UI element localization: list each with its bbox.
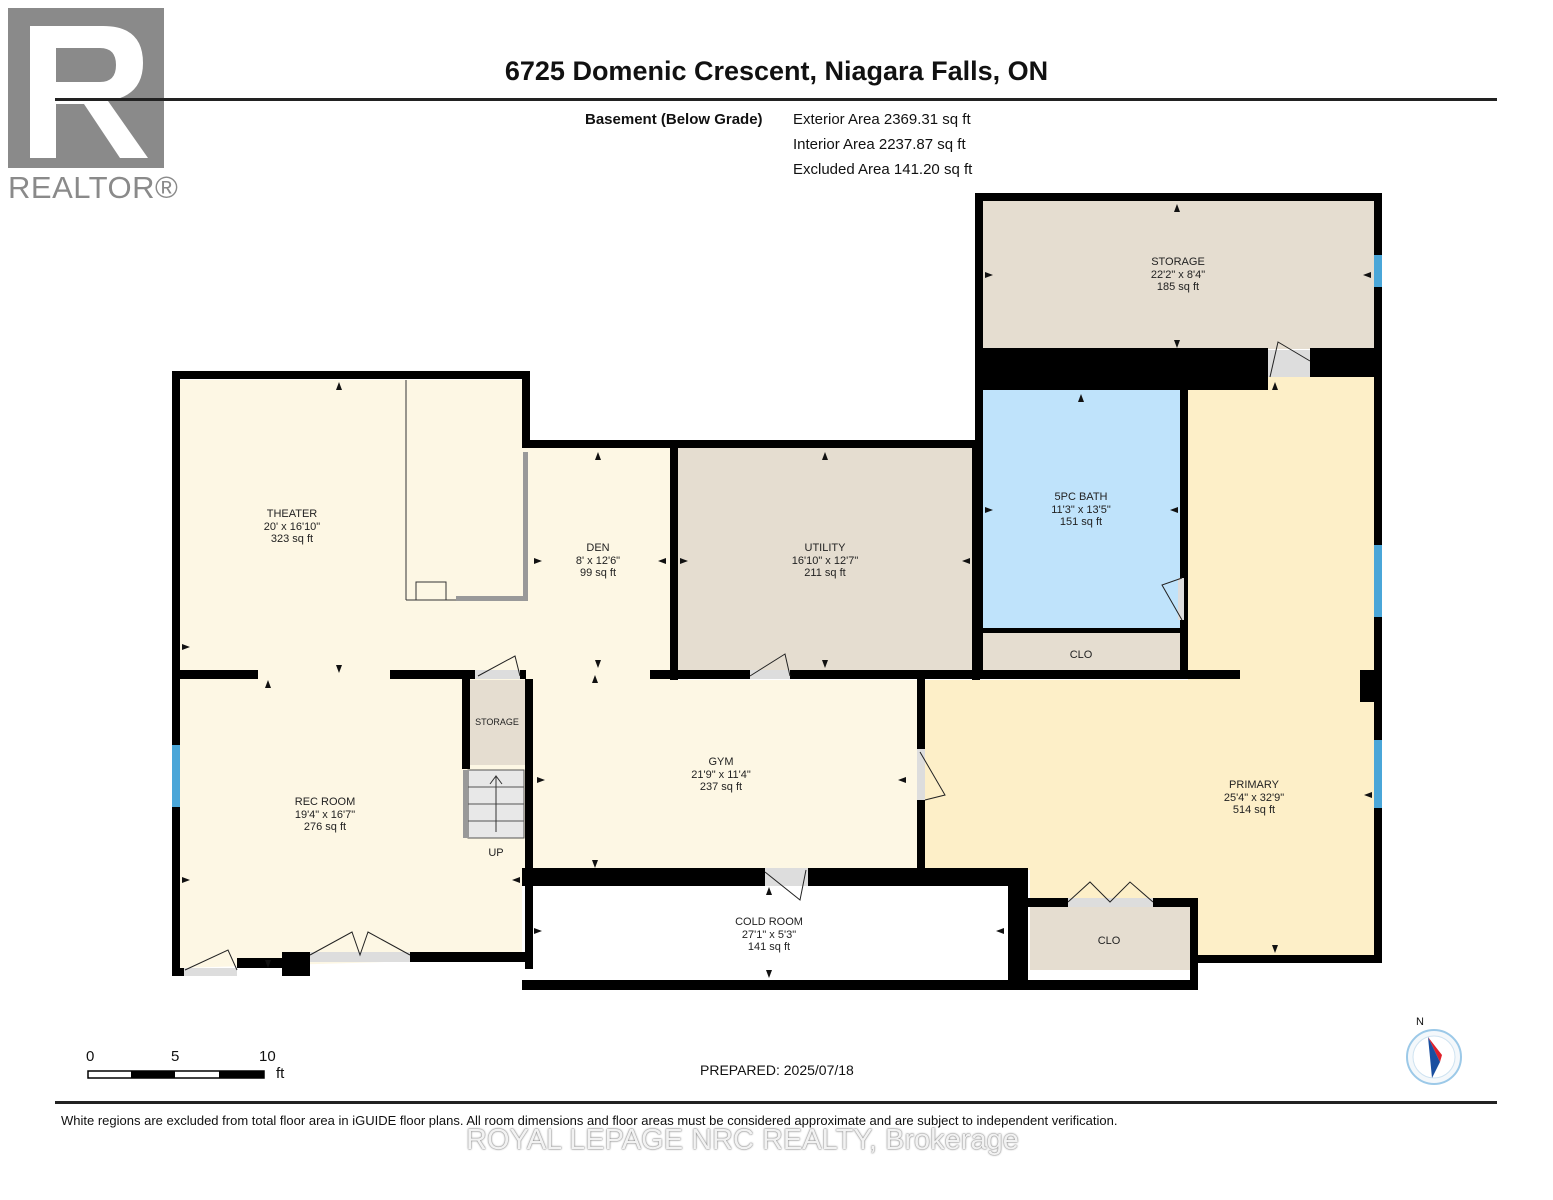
room-name: STORAGE: [1151, 256, 1205, 268]
label-stairs-up: UP: [488, 847, 504, 859]
realtor-logo-text: REALTOR®: [8, 170, 179, 205]
scale-tick-5: 5: [171, 1048, 180, 1065]
label-bath-clo: CLO: [1069, 649, 1093, 661]
title-divider: [55, 98, 1497, 101]
room-primary: [925, 377, 1374, 955]
disclaimer: White regions are excluded from total fl…: [61, 1113, 1118, 1128]
room-dims: 22'2" x 8'4": [1150, 268, 1206, 281]
room-area: 276 sq ft: [303, 821, 347, 833]
room-name: THEATER: [266, 508, 318, 520]
room-name: COLD ROOM: [735, 916, 803, 928]
scale-tick-0: 0: [86, 1048, 95, 1065]
scale-unit: ft: [276, 1065, 285, 1082]
room-name: DEN: [586, 542, 610, 554]
room-bath-clo: [983, 633, 1180, 673]
room-theater-den-gym-rec: [180, 380, 918, 968]
room-dims: 16'10" x 12'7": [791, 554, 859, 567]
room-dims: 20' x 16'10": [263, 520, 321, 533]
room-dims: 11'3" x 13'5": [1051, 503, 1111, 516]
page-title: 6725 Domenic Crescent, Niagara Falls, ON: [504, 56, 1049, 86]
level-name: Basement (Below Grade): [585, 111, 763, 128]
room-storage-top: [983, 201, 1374, 349]
room-dims: 21'9" x 11'4": [691, 768, 751, 781]
room-area: 151 sq ft: [1059, 516, 1103, 528]
room-utility: [678, 448, 972, 672]
room-bath: [983, 390, 1180, 630]
area-summary: Exterior Area 2369.31 sq ft Interior Are…: [793, 107, 972, 182]
room-cold: [530, 885, 1008, 980]
room-area: 237 sq ft: [699, 781, 743, 793]
stairs: [463, 769, 525, 839]
room-primary-clo: [1030, 905, 1190, 970]
room-area: 99 sq ft: [579, 567, 617, 579]
room-name: PRIMARY: [1229, 779, 1279, 791]
room-name: 5PC BATH: [1054, 491, 1108, 503]
excluded-area: Excluded Area 141.20 sq ft: [793, 161, 973, 178]
room-dims: 27'1" x 5'3": [741, 928, 797, 941]
room-name: UTILITY: [804, 542, 846, 554]
brokerage-watermark: ROYAL LEPAGE NRC REALTY, Brokerage: [466, 1124, 1019, 1156]
label-primary-clo: CLO: [1097, 935, 1121, 947]
room-area: 211 sq ft: [804, 567, 846, 579]
compass-label: N: [1416, 1016, 1424, 1028]
room-area: 514 sq ft: [1232, 804, 1276, 816]
realtor-logo: [8, 8, 164, 168]
room-dims: 25'4" x 32'9": [1223, 791, 1285, 804]
room-area: 185 sq ft: [1156, 281, 1200, 293]
room-name: GYM: [708, 756, 734, 768]
room-small-storage: [470, 680, 525, 765]
windows: [172, 255, 1382, 808]
footer-divider: [55, 1101, 1497, 1104]
theater-closet: [405, 380, 528, 601]
interior-area: Interior Area 2237.87 sq ft: [793, 136, 966, 153]
exterior-area: Exterior Area 2369.31 sq ft: [793, 111, 971, 128]
room-name: REC ROOM: [294, 796, 356, 808]
prepared-date: PREPARED: 2025/07/18: [700, 1062, 854, 1078]
scale-tick-10: 10: [259, 1048, 276, 1065]
doors: [184, 341, 1311, 976]
room-dims: 8' x 12'6": [575, 554, 621, 567]
room-dims: 19'4" x 16'7": [294, 808, 356, 821]
realtor-r-glyph: [30, 26, 148, 158]
walls: [172, 193, 1382, 990]
label-small-storage: STORAGE: [475, 717, 519, 727]
room-area: 141 sq ft: [747, 941, 791, 953]
dimension-arrows: [182, 204, 1372, 978]
room-area: 323 sq ft: [270, 533, 314, 545]
